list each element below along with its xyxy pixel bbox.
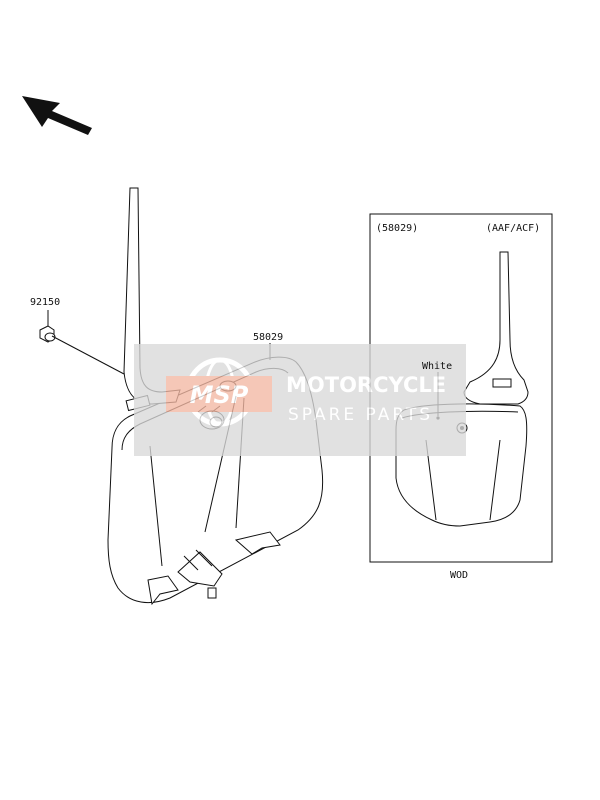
watermark-logo-box xyxy=(166,376,272,412)
part-number-bolt: 92150 xyxy=(30,297,60,308)
watermark-title: MOTORCYCLE xyxy=(286,373,446,397)
detail-ref-label: (58029) xyxy=(376,223,418,234)
part-number-plate: 58029 xyxy=(253,332,283,343)
watermark-logo: MSP xyxy=(190,381,249,409)
bolt-drawing xyxy=(39,310,125,375)
color-label: White xyxy=(422,361,452,372)
watermark: MSP MOTORCYCLE SPARE PARTS xyxy=(134,344,466,456)
detail-variant-label: (AAF/ACF) xyxy=(486,223,540,234)
watermark-subtitle: SPARE PARTS xyxy=(288,405,433,425)
detail-footer-label: WOD xyxy=(450,570,468,581)
arrow-northwest-icon xyxy=(22,96,92,135)
